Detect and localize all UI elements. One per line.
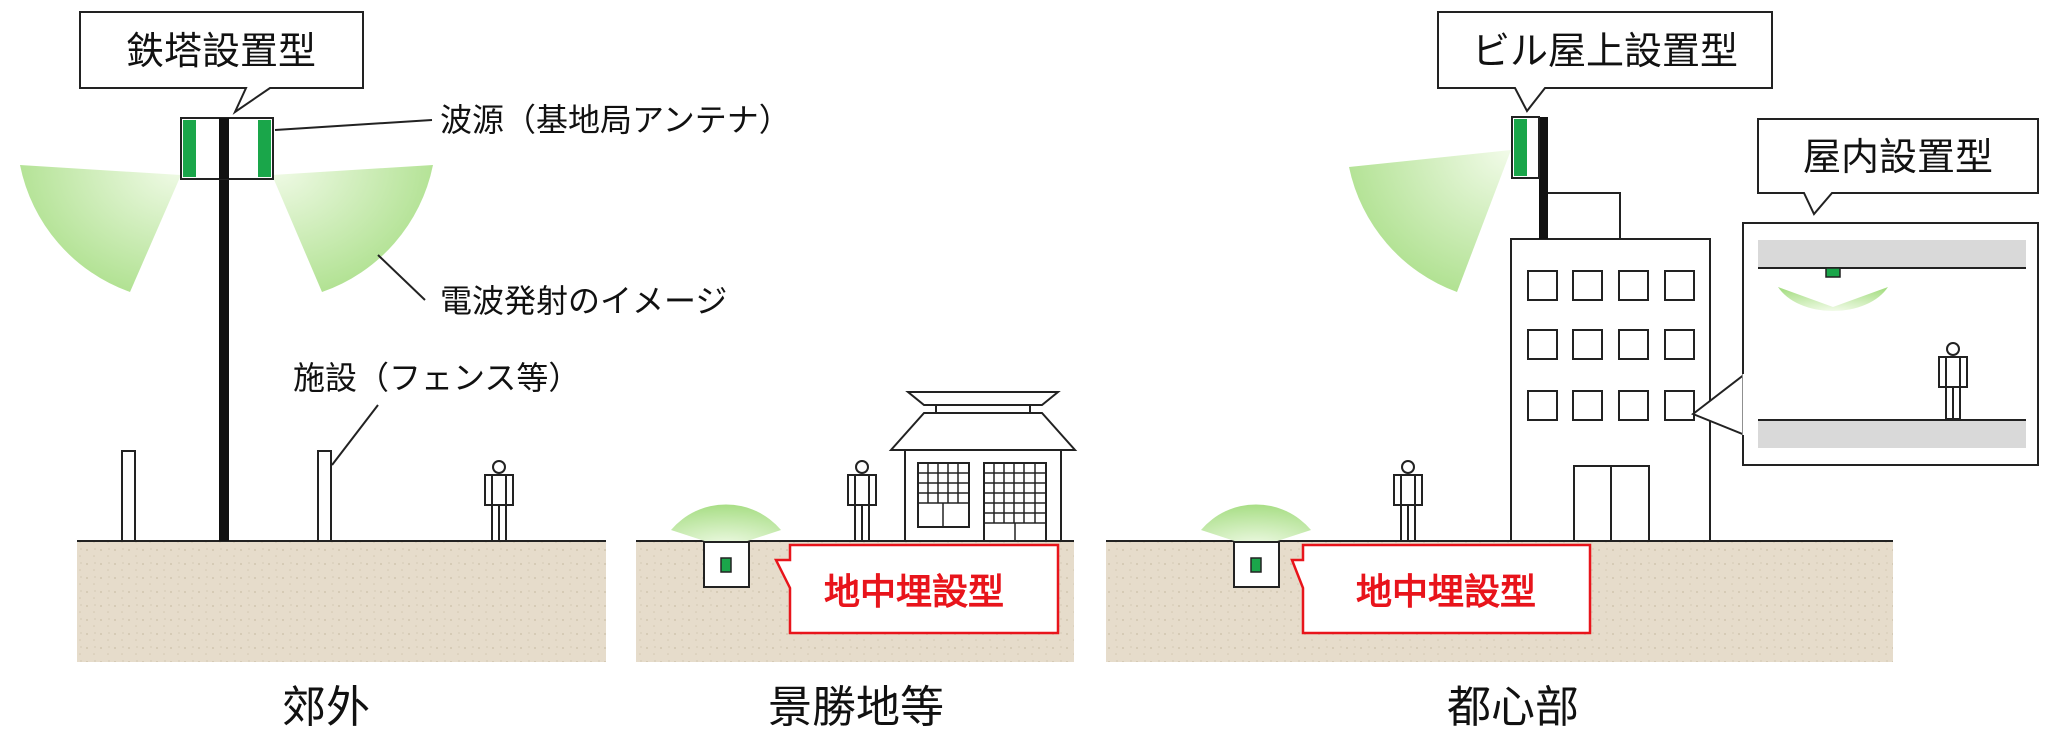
traditional-building — [888, 391, 1078, 542]
area-label-scenic: 景勝地等 — [768, 682, 944, 733]
callout-tower-type: 鉄塔設置型 — [79, 11, 364, 115]
underground-type-label: 地中埋設型 — [824, 572, 1004, 613]
underground-antenna-urban — [1233, 541, 1280, 588]
fence-posts — [121, 450, 332, 542]
ground-suburb — [77, 540, 606, 662]
building-roof-type-label: ビル屋上設置型 — [1472, 29, 1738, 73]
underground-antenna-scenic — [703, 541, 750, 588]
area-label-suburb: 郊外 — [282, 682, 370, 733]
callout-underground-scenic: 地中埋設型 — [773, 543, 1060, 635]
steel-tower — [180, 117, 274, 541]
tower-type-label: 鉄塔設置型 — [126, 29, 316, 73]
underground-type-label-urban: 地中埋設型 — [1356, 572, 1536, 613]
person-figure — [847, 460, 877, 542]
wave-source-label: 波源（基地局アンテナ） — [440, 101, 791, 139]
facility-label: 施設（フェンス等） — [293, 359, 580, 397]
office-building — [1510, 192, 1711, 542]
rooftop-wave — [1349, 150, 1511, 292]
emission-image-label: 電波発射のイメージ — [440, 282, 727, 320]
underground-wave-urban — [1201, 504, 1311, 548]
area-label-urban: 都心部 — [1447, 682, 1579, 733]
wave-source-leader — [274, 119, 433, 131]
underground-wave-scenic — [671, 504, 781, 548]
tower-waves — [20, 165, 433, 292]
callout-building-roof-type: ビル屋上設置型 — [1437, 11, 1773, 113]
indoor-type-label: 屋内設置型 — [1803, 135, 1993, 179]
rooftop-antenna — [1511, 116, 1548, 239]
callout-underground-urban: 地中埋設型 — [1290, 543, 1592, 635]
indoor-inset — [1691, 222, 2039, 466]
person-figure — [1393, 460, 1423, 542]
facility-leader — [331, 404, 379, 466]
person-figure — [1938, 342, 1968, 420]
person-figure — [484, 460, 514, 542]
emission-image-leader — [377, 254, 426, 301]
callout-indoor-type: 屋内設置型 — [1757, 118, 2039, 216]
